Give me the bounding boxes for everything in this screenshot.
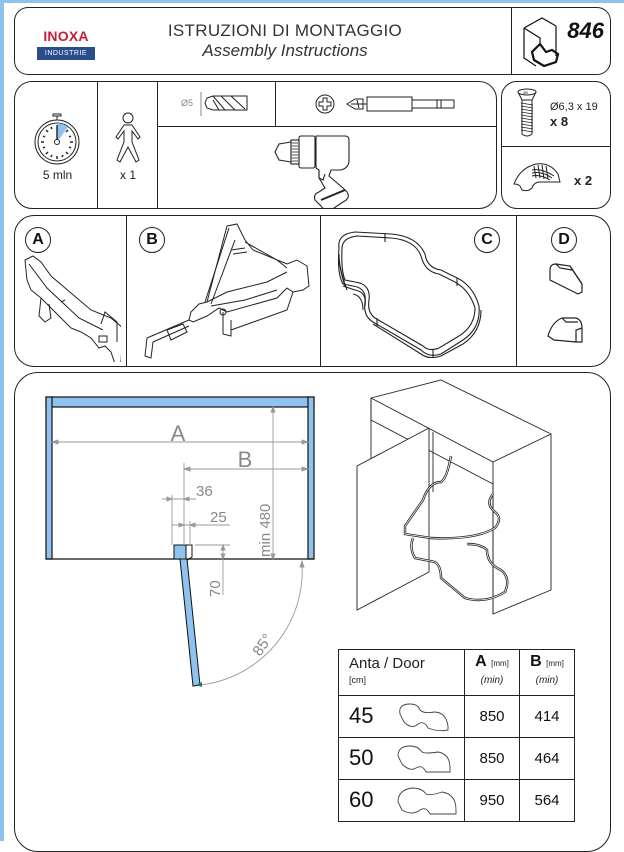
power-drill-icon — [274, 135, 350, 208]
divider — [320, 216, 322, 366]
page-title: ISTRUZIONI DI MONTAGGIO — [167, 21, 403, 40]
b-value: 414 — [519, 695, 575, 738]
door-cell: 60 — [338, 779, 465, 822]
header-a-min: (min) — [480, 675, 504, 686]
corner-cabinet-icon — [523, 17, 560, 68]
logo-subtitle: INDUSTRIE — [37, 47, 95, 60]
header-b-min: (min) — [535, 675, 559, 686]
persons-label: x 1 — [119, 168, 136, 182]
divider — [157, 126, 496, 128]
cabinet-right-wall — [307, 396, 315, 560]
svg-text:3B: 3B — [523, 90, 528, 95]
wire-shelf-basket-icon — [337, 231, 482, 358]
model-badge: 846 — [511, 7, 611, 75]
cabinet-left-wall — [45, 396, 53, 560]
plan-view-diagram: A B 36 25 70 min 480 85° — [45, 396, 315, 687]
door-cell: 50 — [338, 737, 465, 780]
phillips-head-icon — [315, 94, 335, 114]
part-label-b: B — [139, 227, 165, 253]
screw-icon: 3B — [517, 88, 537, 137]
table-row: 45 850 414 — [338, 695, 575, 738]
part-label-c: C — [474, 227, 500, 253]
door-size: 60 — [349, 787, 374, 812]
parts-panel: A B C — [14, 215, 611, 367]
stop-block-qty: x 2 — [574, 173, 593, 188]
dim-label-70: 70 — [207, 580, 224, 597]
page-subtitle: Assembly Instructions — [202, 41, 368, 60]
dim-label-min480: min 480 — [257, 504, 274, 557]
header-door: Anta / Door [cm] — [338, 649, 465, 696]
time-label: 5 mln — [42, 168, 73, 182]
basket-shape-icon — [397, 745, 451, 773]
header-a-label: A — [475, 653, 487, 670]
stopwatch-icon — [34, 113, 80, 165]
header-door-label: Anta / Door — [349, 655, 425, 672]
divider — [275, 82, 277, 126]
tools-panel: 5 mln x 1 Ø5 — [14, 81, 497, 209]
dim-label-a: A — [171, 421, 186, 446]
angle-arrowhead — [196, 682, 202, 687]
swing-arm-frame-icon — [144, 223, 310, 359]
page-edge-left — [0, 0, 4, 841]
model-number: 846 — [567, 18, 604, 43]
divider — [97, 82, 99, 208]
open-door — [179, 558, 201, 687]
stop-block-icon — [513, 163, 561, 192]
basket-shape-icon — [399, 703, 449, 732]
end-cap-icon — [547, 263, 583, 343]
header-b-label: B — [530, 653, 542, 670]
header-b-unit: [mm] — [546, 659, 564, 668]
b-value: 464 — [519, 737, 575, 780]
door-cell: 45 — [338, 695, 465, 738]
a-value: 850 — [464, 737, 520, 780]
table-row: 50 850 464 — [338, 737, 575, 780]
hardware-panel: 3B Ø6,3 x 19 x 8 x 2 — [501, 81, 611, 209]
angle-label: 85° — [249, 631, 276, 659]
drill-bit-icon — [200, 92, 248, 116]
table-row: 60 950 564 — [338, 779, 575, 822]
divider — [126, 216, 128, 366]
angle-arc — [199, 562, 303, 686]
door-size: 45 — [349, 703, 374, 728]
a-value: 950 — [464, 779, 520, 822]
part-label-d: D — [551, 227, 577, 253]
table-header-row: Anta / Door [cm] A [mm] (min) B [mm] (mi… — [338, 649, 575, 696]
header-panel: INOXA INDUSTRIE ISTRUZIONI DI MONTAGGIO … — [14, 7, 512, 75]
a-value: 850 — [464, 695, 520, 738]
screw-qty: x 8 — [550, 114, 569, 129]
cabinet-isometric-illustration — [356, 379, 552, 615]
logo-brand: INOXA — [37, 23, 95, 47]
page-edge-top — [0, 0, 624, 3]
dim-label-25: 25 — [210, 509, 227, 526]
door-size-table: Anta / Door [cm] A [mm] (min) B [mm] (mi… — [338, 649, 575, 822]
mounting-rail-icon — [24, 255, 121, 362]
person-icon — [115, 112, 141, 163]
divider — [516, 216, 518, 366]
header-a: A [mm] (min) — [464, 649, 520, 696]
header-door-unit: [cm] — [349, 675, 366, 685]
hinge-icon — [185, 544, 193, 562]
divider — [502, 146, 610, 148]
header-b: B [mm] (min) — [519, 649, 575, 696]
screw-spec: Ø6,3 x 19 — [550, 101, 598, 113]
part-label-a: A — [25, 227, 51, 253]
basket-shape-icon — [397, 787, 457, 815]
dim-label-36: 36 — [196, 483, 213, 500]
b-value: 564 — [519, 779, 575, 822]
dim-label-b: B — [238, 447, 253, 472]
door-size: 50 — [349, 745, 374, 770]
header-a-unit: [mm] — [491, 659, 509, 668]
cabinet-back-wall — [45, 396, 315, 408]
phillips-bit-icon — [346, 96, 455, 112]
divider — [157, 82, 159, 208]
drill-bit-diameter: Ø5 — [181, 98, 194, 108]
door-hinge-block — [173, 544, 187, 560]
inoxa-logo: INOXA INDUSTRIE — [37, 23, 95, 61]
